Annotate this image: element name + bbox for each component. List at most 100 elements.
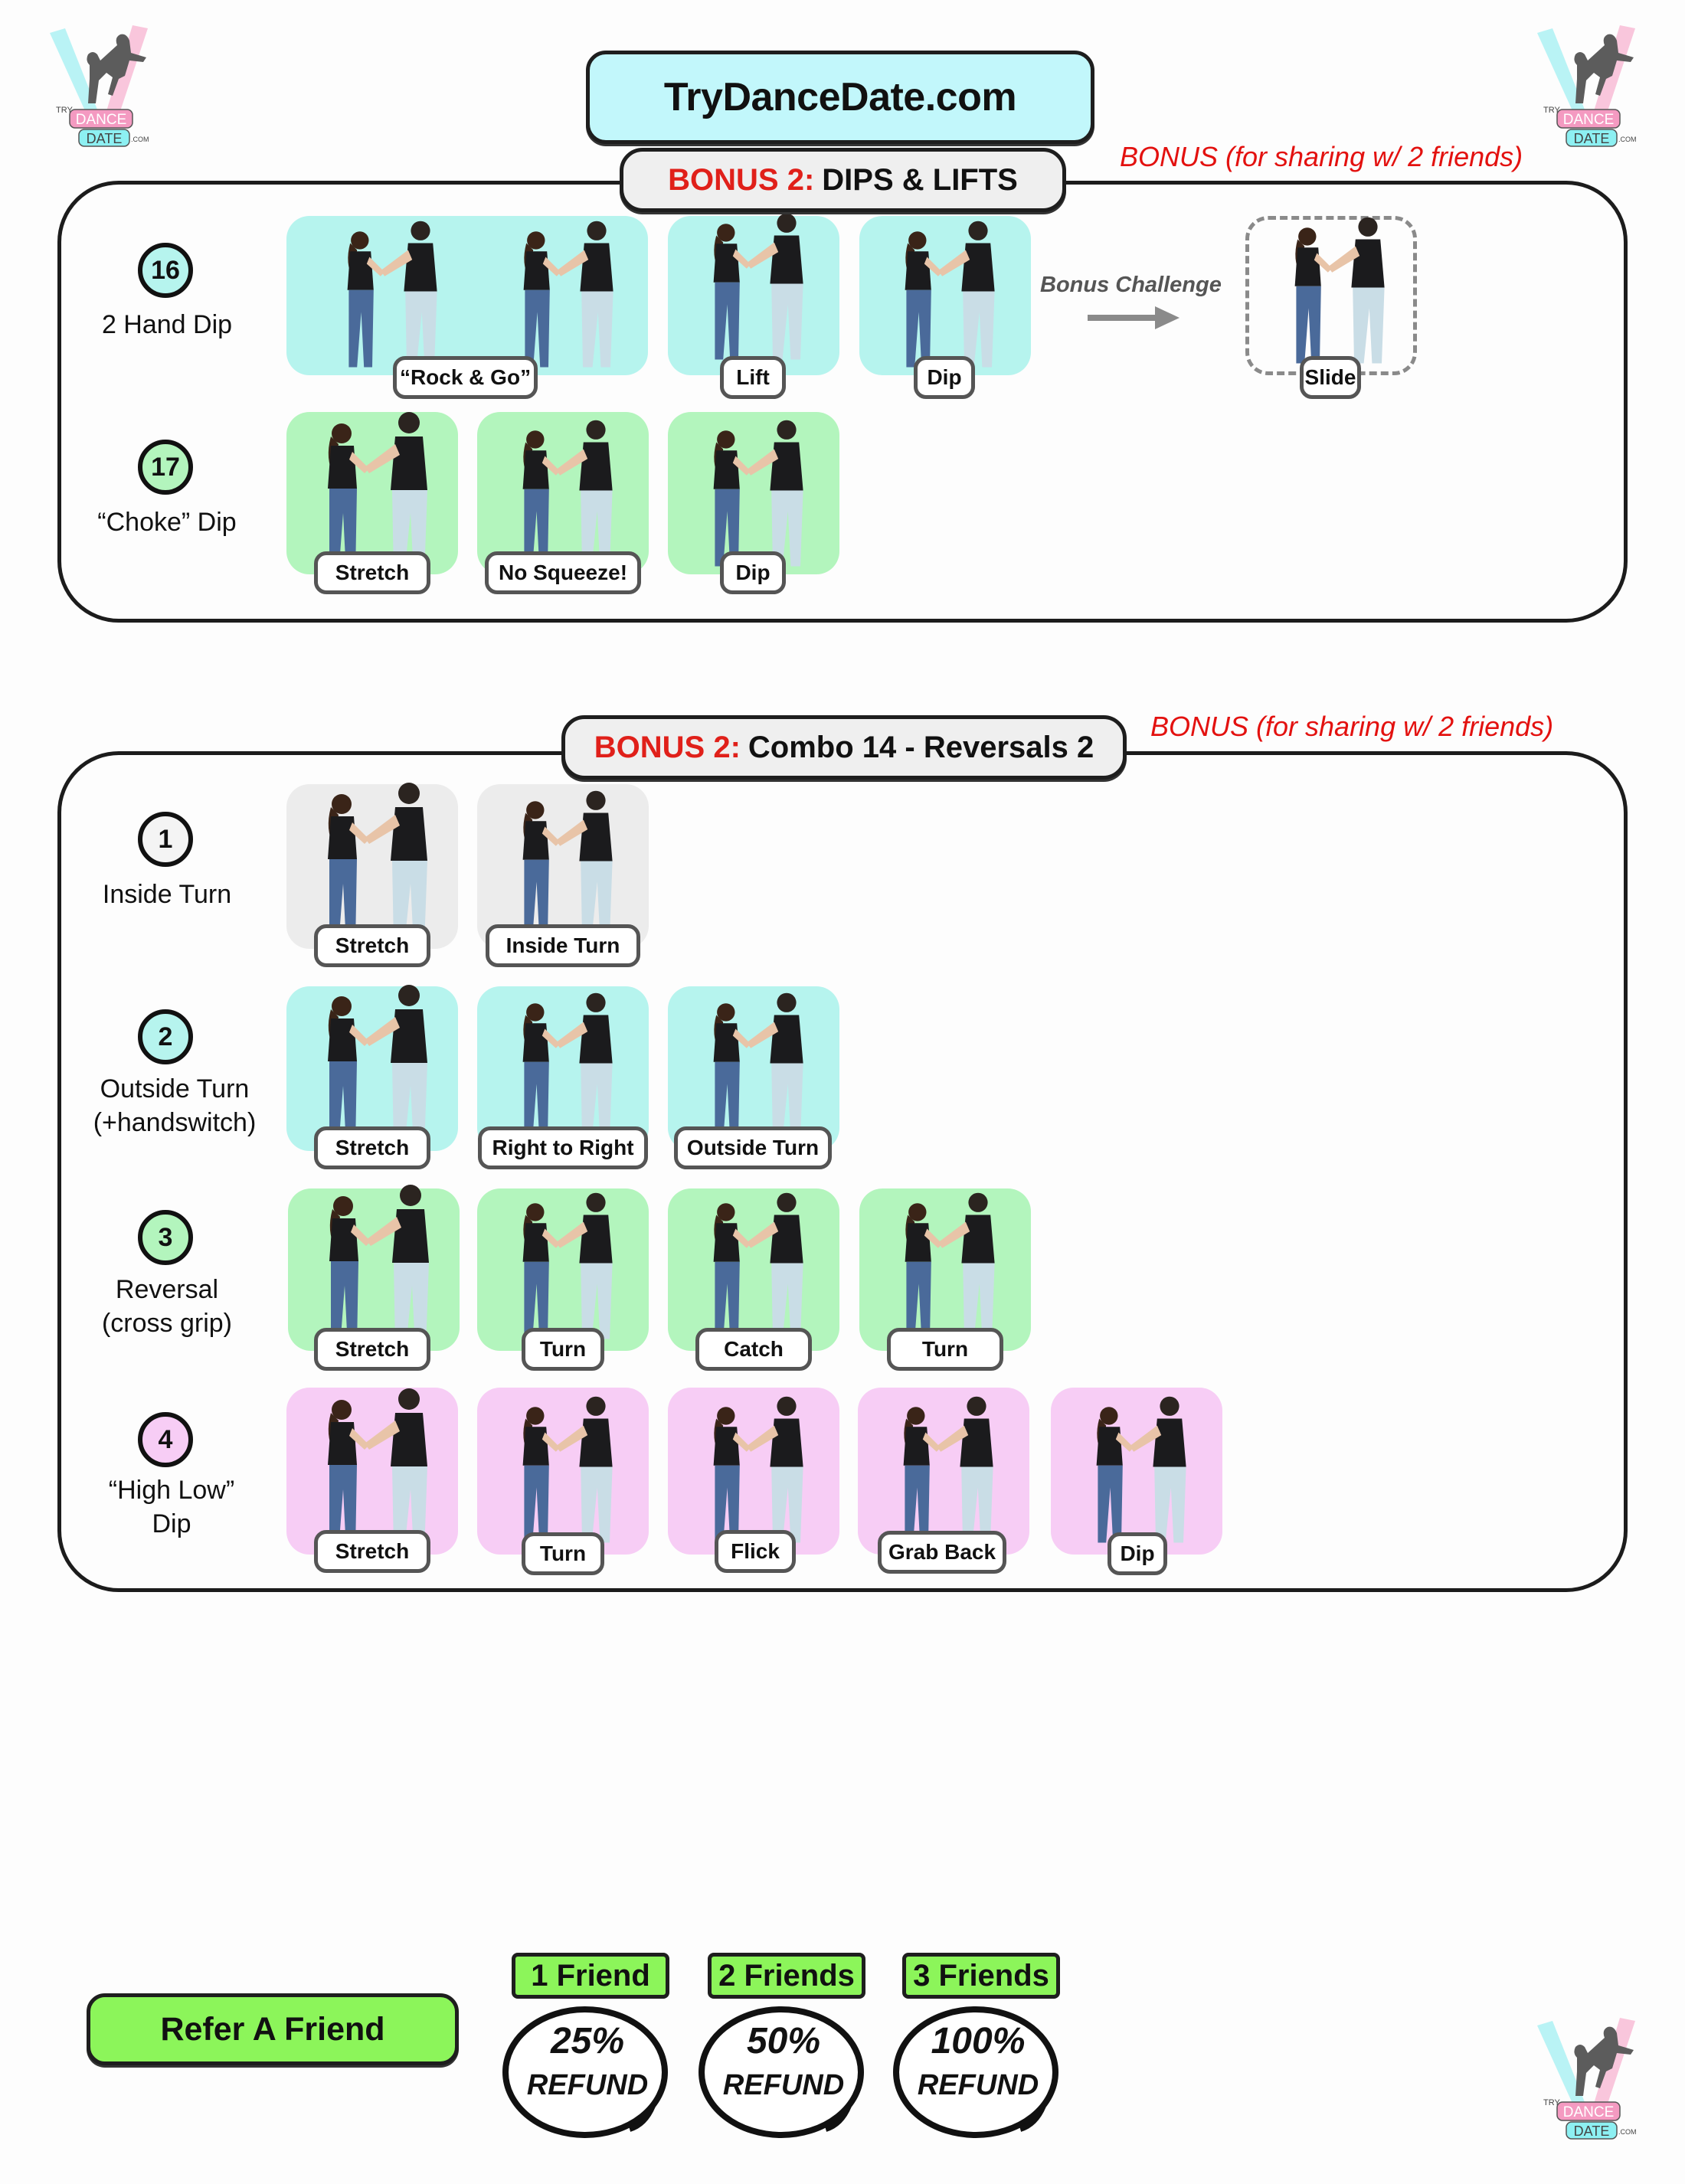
step-label: Right to Right <box>478 1126 648 1169</box>
step-label: “Rock & Go” <box>393 356 538 399</box>
step-label: Dip <box>720 551 786 594</box>
move-name: “High Low” Dip <box>72 1473 271 1541</box>
tier-friends-tag: 1 Friend <box>512 1953 669 1999</box>
step-label: Turn <box>522 1328 604 1371</box>
step-label: Stretch <box>314 1328 430 1371</box>
svg-text:DATE: DATE <box>1574 2124 1610 2139</box>
circle-badge-icon <box>502 2006 668 2138</box>
refund-tier-2: 2 Friends 50% REFUND <box>695 1953 879 2138</box>
step-label: Slide <box>1300 356 1361 399</box>
step-panel-dip[interactable] <box>1051 1388 1222 1555</box>
step-panel-grab-back[interactable] <box>858 1388 1029 1555</box>
step-panel-turn[interactable] <box>859 1188 1031 1351</box>
trydancedate-logo-top-left: TRY DANCE DATE .COM <box>42 19 157 151</box>
tier-percent: 100% <box>931 2021 1026 2061</box>
svg-text:.COM: .COM <box>131 136 149 143</box>
move-name: Reversal (cross grip) <box>67 1273 267 1340</box>
step-panel-flick[interactable] <box>668 1388 839 1555</box>
tier-refund-label: REFUND <box>917 2069 1039 2101</box>
move-number-badge: 2 <box>138 1009 193 1064</box>
circle-badge-icon <box>893 2006 1058 2138</box>
step-label: Dip <box>1108 1532 1167 1575</box>
step-panel-catch[interactable] <box>668 1188 839 1351</box>
svg-text:.COM: .COM <box>1618 136 1637 143</box>
step-label: No Squeeze! <box>485 551 641 594</box>
dancers-image <box>1294 217 1385 364</box>
move-name: Outside Turn (+handswitch) <box>75 1072 274 1139</box>
step-label: Outside Turn <box>674 1126 832 1169</box>
tier-refund-label: REFUND <box>722 2069 845 2101</box>
dancing-couple-icon: TRY DANCE DATE .COM <box>1537 2018 1637 2140</box>
step-panel-dip[interactable] <box>859 216 1031 375</box>
svg-text:TRY: TRY <box>1543 106 1560 115</box>
step-panel-outside-turn[interactable] <box>668 986 839 1151</box>
svg-text:DANCE: DANCE <box>1563 112 1615 128</box>
step-panel-turn[interactable] <box>477 1388 649 1555</box>
step-label: Grab Back <box>878 1531 1006 1574</box>
move-name-line: (+handswitch) <box>93 1108 257 1137</box>
site-title[interactable]: TryDanceDate.com <box>586 51 1094 144</box>
step-panel-stretch[interactable] <box>286 985 458 1151</box>
step-label: Catch <box>695 1328 812 1371</box>
step-panel-stretch[interactable] <box>286 412 458 574</box>
refund-tier-3: 3 Friends 100% REFUND <box>890 1953 1074 2138</box>
svg-text:DATE: DATE <box>1574 131 1610 146</box>
refund-tier-1: 1 Friend 25% REFUND <box>499 1953 683 2138</box>
trydancedate-logo-bottom-right: TRY DANCE DATE .COM <box>1530 2012 1644 2143</box>
step-panel-lift[interactable] <box>668 213 839 375</box>
step-panel-rock-go[interactable] <box>286 216 648 375</box>
move-number-badge: 3 <box>138 1210 193 1265</box>
right-arrow-icon <box>1088 306 1180 329</box>
move-number-badge: 1 <box>138 812 193 867</box>
dancers-image <box>713 213 803 360</box>
move-name-line: “High Low” <box>108 1476 235 1505</box>
step-label: Inside Turn <box>486 924 640 967</box>
step-label: Stretch <box>314 1126 430 1169</box>
step-panel-slide-challenge[interactable] <box>1245 216 1417 375</box>
step-label: Turn <box>522 1532 604 1575</box>
step-panel-stretch[interactable] <box>288 1185 460 1351</box>
step-panel-stretch[interactable] <box>286 1388 458 1555</box>
refer-a-friend-button[interactable]: Refer A Friend <box>87 1993 459 2065</box>
step-panel-turn[interactable] <box>477 1188 649 1351</box>
bonus-note: BONUS (for sharing w/ 2 friends) <box>1150 711 1554 742</box>
svg-text:TRY: TRY <box>56 106 73 115</box>
svg-text:.COM: .COM <box>1618 2128 1637 2136</box>
move-name-line: Outside Turn <box>100 1074 250 1103</box>
move-name: Inside Turn <box>67 878 267 911</box>
move-number-badge: 17 <box>138 440 193 495</box>
step-label: Stretch <box>314 1530 430 1573</box>
section-header-title: Combo 14 - Reversals 2 <box>748 730 1094 764</box>
step-panel-no-squeeze[interactable] <box>477 412 649 574</box>
step-panel-stretch[interactable] <box>286 783 458 949</box>
bonus-note: BONUS (for sharing w/ 2 friends) <box>1120 141 1523 172</box>
svg-text:DATE: DATE <box>87 131 123 146</box>
tier-friends-tag: 2 Friends <box>708 1953 865 1999</box>
section-combo-14-header: BONUS 2: Combo 14 - Reversals 2 <box>561 715 1127 780</box>
step-label: Lift <box>720 356 786 399</box>
section-header-prefix: BONUS 2: <box>668 162 815 197</box>
step-label: Stretch <box>314 551 430 594</box>
tier-percent: 50% <box>746 2021 821 2061</box>
move-number-badge: 4 <box>138 1412 193 1467</box>
dancing-couple-icon: TRY DANCE DATE .COM <box>1537 25 1637 147</box>
step-label: Dip <box>914 356 975 399</box>
move-name: “Choke” Dip <box>97 508 237 537</box>
bonus-challenge-label: Bonus Challenge <box>1040 273 1222 297</box>
dancing-couple-icon: TRY DANCE DATE .COM <box>50 25 149 147</box>
tier-percent: 25% <box>550 2021 625 2061</box>
svg-text:TRY: TRY <box>1543 2098 1560 2107</box>
step-panel-dip[interactable] <box>668 412 839 574</box>
trydancedate-logo-top-right: TRY DANCE DATE .COM <box>1530 19 1644 151</box>
move-name-line: (cross grip) <box>101 1309 233 1338</box>
step-label: Flick <box>715 1530 796 1573</box>
move-name-line: Inside Turn <box>102 880 232 909</box>
section-header-prefix: BONUS 2: <box>594 730 741 764</box>
move-name-line: Reversal <box>115 1275 219 1304</box>
svg-text:DANCE: DANCE <box>76 112 127 128</box>
step-panel-right-to-right[interactable] <box>477 986 649 1151</box>
tier-friends-tag: 3 Friends <box>902 1953 1060 1999</box>
move-name: 2 Hand Dip <box>101 310 233 339</box>
section-dips-lifts-header: BONUS 2: DIPS & LIFTS <box>620 148 1066 212</box>
step-panel-inside-turn[interactable] <box>477 784 649 949</box>
